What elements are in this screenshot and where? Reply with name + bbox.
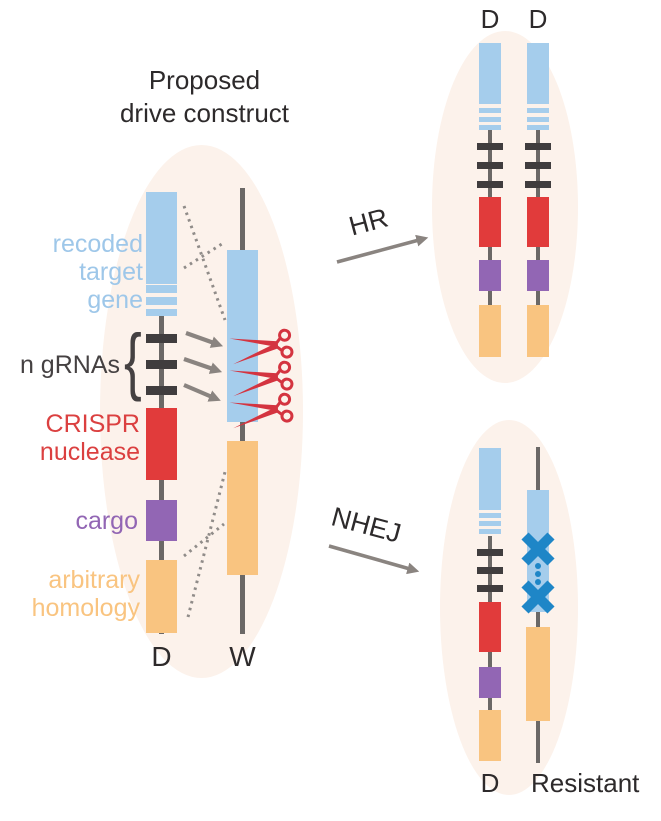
grna-bar [525, 162, 551, 169]
segment-homology [479, 305, 501, 357]
segment-cargo [479, 667, 501, 698]
recode-stripe [146, 297, 177, 305]
grna-bar [477, 585, 503, 592]
recode-stripe [146, 285, 177, 293]
segment-target-gene [479, 448, 501, 510]
hr-left-allele-label: D [480, 4, 500, 34]
grna-bar [477, 143, 503, 150]
segment-target-gene [527, 43, 549, 104]
segment-target-gene [146, 192, 177, 284]
hr-right-allele-label: D [528, 4, 548, 34]
label-n-grnas: n gRNAs [19, 351, 120, 379]
figure-title: Proposed drive construct [119, 65, 290, 128]
label-recoded-target-gene: recoded target gene [52, 230, 143, 314]
grna-bar [146, 334, 177, 343]
grna-brace: { [124, 319, 142, 402]
recode-stripe [527, 108, 549, 113]
segment-homology-wild [227, 441, 258, 575]
grna-bar [525, 143, 551, 150]
recode-stripe [527, 125, 549, 130]
segment-nuclease [527, 197, 549, 247]
nhej-drive-allele-label: D [480, 768, 500, 798]
nhej-pathway-label: NHEJ [328, 501, 405, 549]
segment-cargo [479, 260, 501, 291]
grna-bar [477, 162, 503, 169]
drive-allele-label: D [151, 641, 172, 672]
segment-nuclease [479, 197, 501, 247]
recode-stripe [479, 117, 501, 122]
segment-target-gene-wild [227, 250, 258, 422]
segment-nuclease [479, 602, 501, 652]
segment-homology [479, 710, 501, 761]
grna-bar [146, 386, 177, 395]
segment-homology-wild [526, 627, 550, 721]
segment-cargo [527, 260, 549, 291]
wild-allele-label: W [229, 641, 256, 672]
label-arbitrary-homology: arbitrary homology [31, 566, 140, 622]
resistant-allele-label: Resistant [531, 768, 640, 798]
hr-arrow [336, 234, 429, 264]
hr-outcome-halo [432, 31, 578, 383]
hr-pathway-label: HR [345, 202, 392, 242]
grna-bar [525, 181, 551, 188]
label-cargo: cargo [75, 507, 138, 535]
recode-stripe [527, 117, 549, 122]
recode-stripe [479, 521, 501, 526]
recode-stripe [479, 529, 501, 534]
segment-target-gene [479, 43, 501, 104]
grna-bar [477, 549, 503, 556]
recode-stripe [479, 125, 501, 130]
recode-stripe [479, 513, 501, 518]
recode-stripe [479, 108, 501, 113]
segment-homology [146, 560, 177, 633]
nhej-arrow [328, 544, 420, 575]
nhej-outcome-halo [440, 420, 578, 795]
grna-bar [477, 181, 503, 188]
segment-target-gene-mutated [527, 490, 549, 612]
recode-stripe [146, 309, 177, 316]
label-crispr-nuclease: CRISPR nuclease [39, 410, 140, 466]
grna-bar [146, 360, 177, 369]
segment-nuclease [146, 408, 177, 480]
segment-homology [527, 305, 549, 357]
grna-bar [477, 567, 503, 574]
segment-cargo [146, 500, 177, 541]
